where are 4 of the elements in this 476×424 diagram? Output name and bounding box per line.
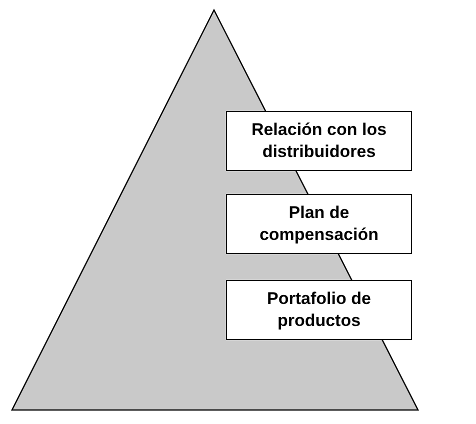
box-label: Plan de compensación	[258, 202, 380, 246]
box-label: Relación con los distribuidores	[250, 119, 388, 163]
text-box	[226, 111, 412, 171]
box-label: Portafolio de productos	[266, 288, 372, 332]
